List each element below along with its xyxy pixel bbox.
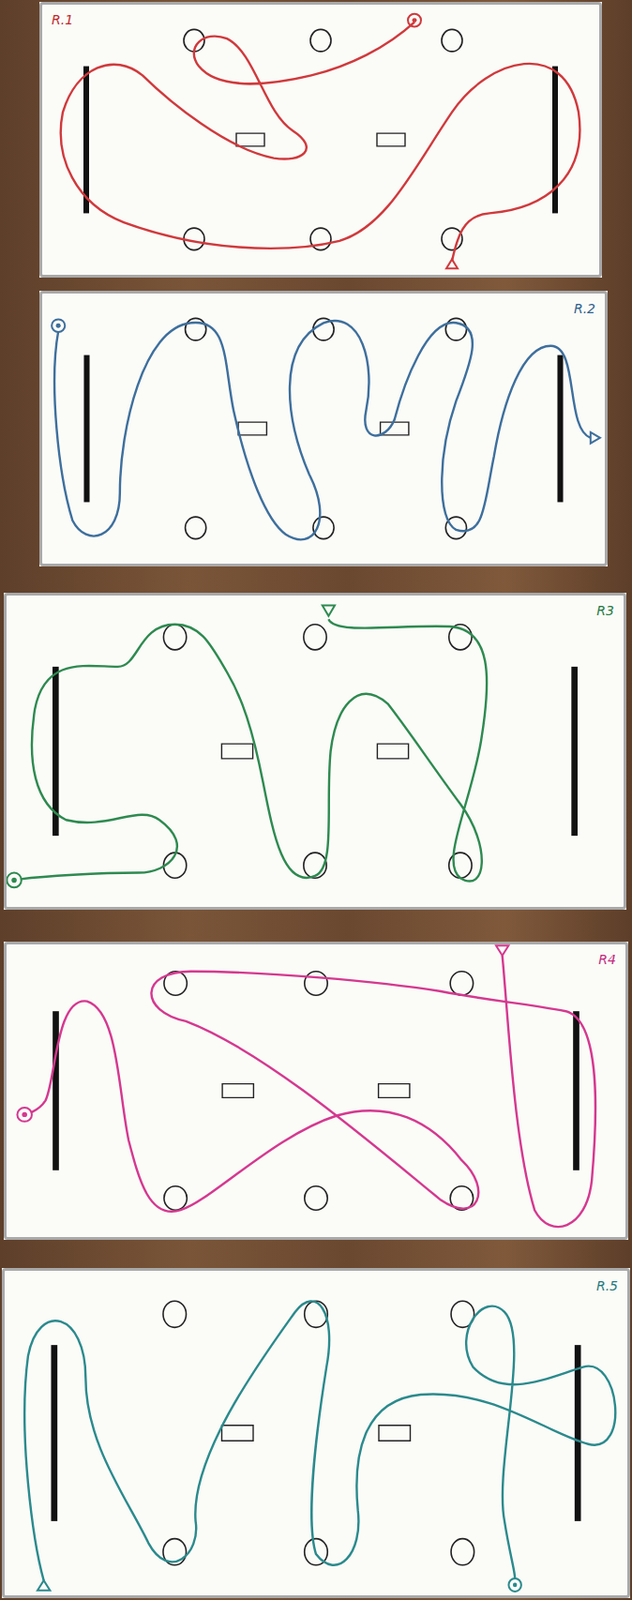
- route-card: R.5: [1, 1267, 631, 1598]
- card-label: R.5: [596, 1279, 618, 1294]
- route-card-drawing: [3, 941, 629, 1240]
- card-label: R3: [596, 603, 615, 618]
- route-card: R.2: [39, 290, 608, 567]
- route-card-drawing: [3, 592, 627, 910]
- route-card: R3: [3, 592, 627, 910]
- card-label: R4: [598, 952, 617, 967]
- card-label: R.1: [51, 13, 74, 28]
- card-label: R.2: [573, 301, 596, 316]
- route-card-drawing: [39, 1, 602, 278]
- route-card-drawing: [39, 290, 608, 567]
- route-card: R.1: [39, 1, 602, 278]
- route-card-drawing: [1, 1267, 631, 1598]
- route-card: R4: [3, 941, 629, 1240]
